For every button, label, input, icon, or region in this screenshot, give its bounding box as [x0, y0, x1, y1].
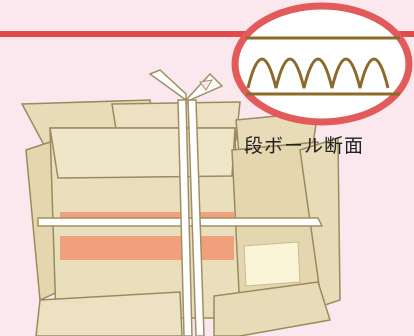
corrugated-cross-section-icon — [231, 2, 413, 126]
box-front-top-edge — [49, 127, 236, 179]
cross-section-caption: 段ボール断面 — [244, 135, 365, 157]
string-horizontal — [37, 217, 324, 227]
string-bow-icon — [148, 69, 224, 102]
string-vertical-right — [187, 99, 205, 336]
box-bottom-flap-left — [35, 291, 183, 336]
tape-band-lower — [60, 236, 184, 260]
box-label — [243, 241, 301, 287]
box-bottom-flap-right — [213, 281, 331, 336]
string-vertical-left — [177, 99, 193, 336]
